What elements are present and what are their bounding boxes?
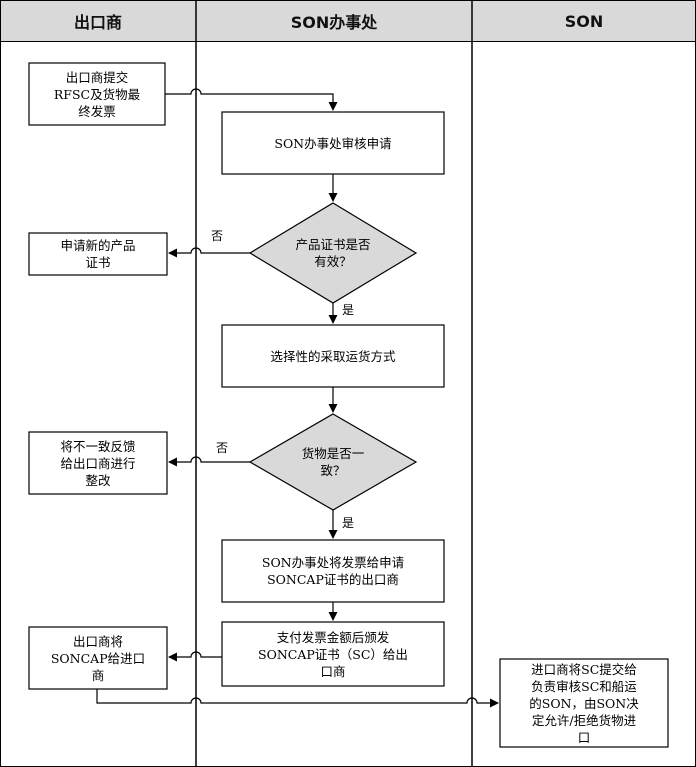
edge-label-cert-yes: 是: [342, 303, 355, 317]
box-apply-new-cert: [28, 232, 168, 276]
node-apply-new-cert-text: 申请新的产品 证书: [60, 238, 136, 270]
box-select-shipping: [221, 324, 445, 388]
box-importer-submit: [499, 658, 669, 748]
node-exporter-give-text: 出口商将 SONCAP给进口 商: [50, 633, 146, 683]
edge-label-cert-no: 否: [211, 229, 224, 243]
lane-header-exporter: 出口商: [73, 13, 122, 32]
node-feedback-rectify-text: 将不一致反馈 给出口商进行 整改: [60, 438, 136, 488]
node-cert-valid-text: 产品证书是否 有效？: [295, 237, 371, 269]
edge-goods-no: [168, 456, 250, 467]
edge-label-goods-yes: 是: [342, 516, 355, 530]
edge-sc-to-exporter: [168, 651, 222, 662]
node-exporter-submit-text: 出口商提交 RFSC及货物最 终发票: [53, 69, 141, 119]
edge-exporter-to-importer: [96, 689, 499, 708]
box-issue-sc: [221, 621, 445, 687]
box-feedback-rectify: [28, 431, 168, 495]
node-send-invoice-text: SON办事处将发票给申请 SONCAP证书的出口商: [261, 555, 405, 587]
lane-header-son: SON: [564, 11, 604, 31]
edge-label-goods-no: 否: [216, 441, 229, 455]
node-issue-sc-text: 支付发票金额后颁发 SONCAP证书（SC）给出 口商: [258, 629, 408, 679]
node-select-shipping-text: 选择性的采取运货方式: [270, 348, 396, 364]
box-exporter-give: [28, 626, 168, 690]
node-importer-submit-text: 进口商将SC提交给 负责审核SC和船运 的SON，由SON决 定允许/拒绝货物进…: [529, 661, 639, 745]
box-office-review: [221, 111, 445, 175]
node-office-review-text: SON办事处审核申请: [274, 135, 392, 151]
node-goods-consistent-text: 货物是否一 致？: [301, 446, 365, 478]
edge-cert-no: [168, 247, 250, 258]
edge-submit-to-review: [165, 88, 338, 111]
lane-header-son-office: SON办事处: [290, 13, 378, 32]
lane-header-band: [0, 0, 696, 42]
